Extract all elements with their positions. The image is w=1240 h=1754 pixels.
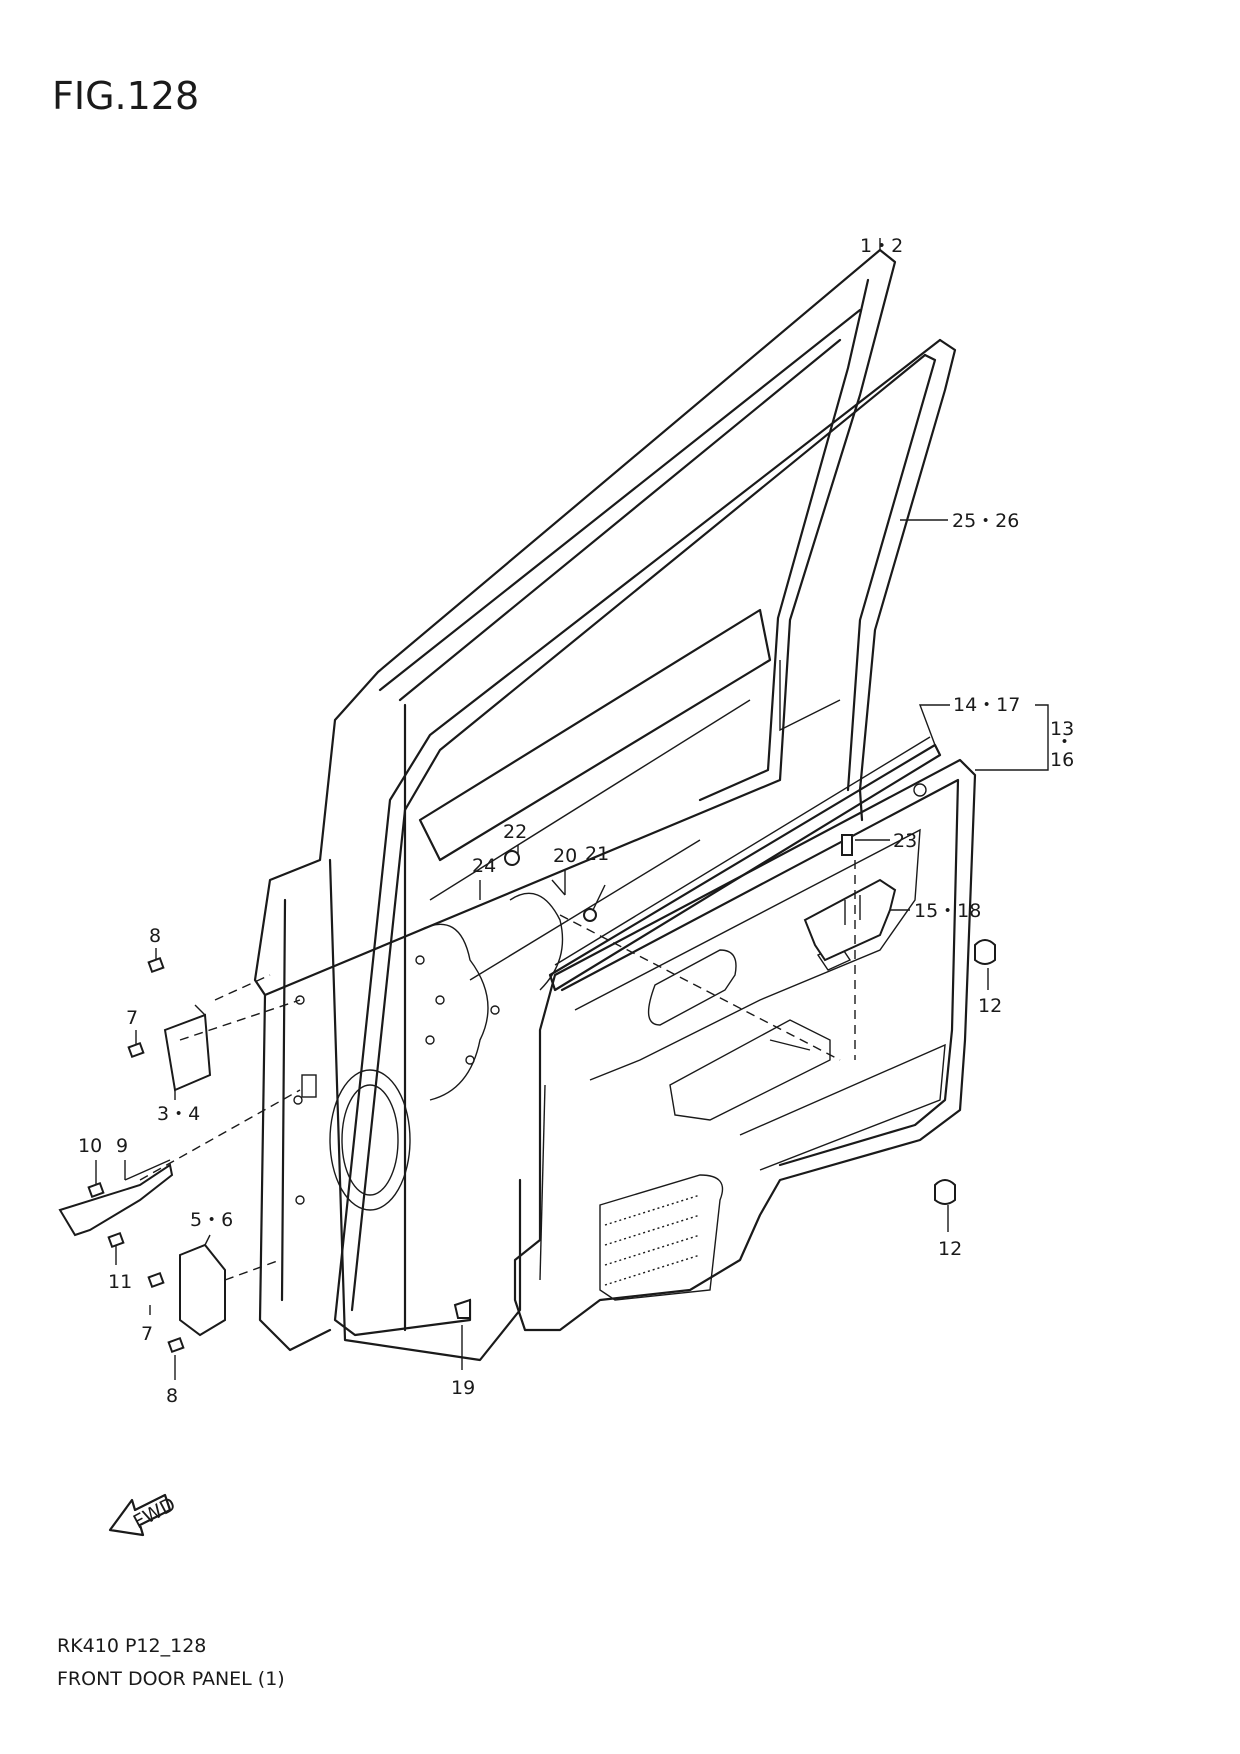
door-shell [253, 248, 897, 1362]
callout-label: 8 [166, 1385, 178, 1407]
callout-labels: 1・2 25・26 14・17 13 ・ 16 22 20 21 23 24 1… [78, 235, 1074, 1407]
callout-label: 7 [141, 1323, 153, 1345]
callout-label: 20 [553, 845, 577, 867]
model-code: RK410 P12_128 [57, 1635, 207, 1657]
callout-label: 7 [126, 1007, 138, 1029]
callout-label: 10 [78, 1135, 102, 1157]
callout-label: 24 [472, 855, 496, 877]
leader-lines [95, 238, 1049, 1380]
callout-label: 19 [451, 1377, 475, 1399]
callout-label: 5・6 [190, 1209, 233, 1231]
callout-label: 1・2 [860, 235, 903, 257]
callout-label: 12 [938, 1238, 962, 1260]
pull-handle-pocket [803, 878, 897, 962]
door-weatherstrip [333, 338, 957, 1337]
figure-caption: FRONT DOOR PANEL (1) [57, 1668, 285, 1690]
callout-label: 14・17 [953, 694, 1020, 716]
fwd-arrow-icon: FWD [108, 1493, 179, 1537]
callout-label: 16 [1050, 749, 1074, 771]
callout-label: 22 [503, 821, 527, 843]
callout-label: 15・18 [914, 900, 981, 922]
hinges-and-door-check [58, 1004, 226, 1337]
callout-label: 8 [149, 925, 161, 947]
callout-label: 13 [1050, 718, 1074, 740]
callout-label: 23 [893, 830, 917, 852]
callout-label: 21 [585, 843, 609, 865]
callout-label: 25・26 [952, 510, 1019, 532]
callout-label: 3・4 [157, 1103, 200, 1125]
callout-label: 12 [978, 995, 1002, 1017]
door-trim-panel [513, 758, 977, 1332]
callout-label: 9 [116, 1135, 128, 1157]
callout-label: ・ [1055, 731, 1074, 753]
fasteners [87, 834, 996, 1354]
figure-title: FIG.128 [52, 74, 200, 118]
belt-moulding [548, 736, 942, 992]
callout-label: 11 [108, 1271, 132, 1293]
